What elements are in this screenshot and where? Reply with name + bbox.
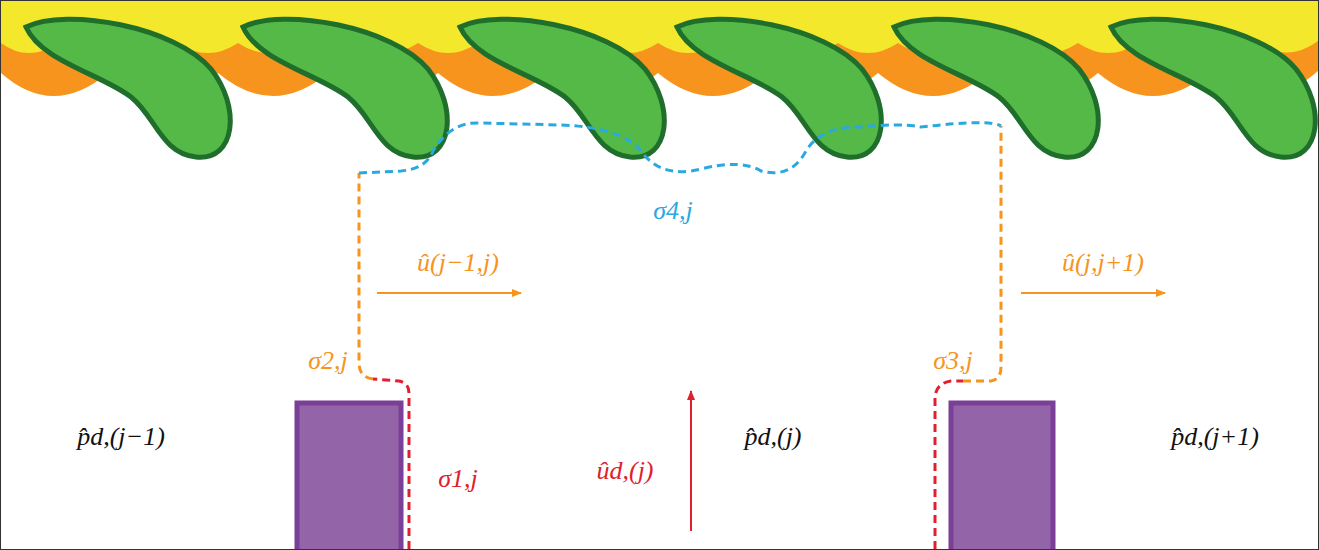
vane	[894, 19, 1098, 157]
velocity-label: û(j−1,j)	[415, 249, 501, 278]
surface-label: σ4,j	[651, 197, 695, 226]
vane	[460, 19, 664, 157]
swirler-vanes	[26, 19, 1315, 157]
vane	[26, 19, 230, 157]
vane	[677, 19, 881, 157]
surface-label: σ2,j	[306, 347, 350, 376]
vane	[243, 19, 447, 157]
surface-label: σ1,j	[436, 465, 480, 494]
surface-label: σ3,j	[931, 347, 975, 376]
velocity-arrow	[690, 391, 692, 531]
surface-sigma2	[359, 173, 373, 379]
pressure-label: p̂d,(j−1)	[75, 423, 167, 452]
wall-block	[951, 403, 1053, 549]
velocity-arrow	[1021, 292, 1165, 294]
surface-sigma1-right	[935, 381, 963, 549]
surface-sigma1	[373, 379, 409, 549]
surface-sigma4	[359, 123, 1001, 173]
velocity-arrow	[377, 292, 521, 294]
wall-block	[297, 403, 401, 549]
pressure-label: p̂d,(j)	[742, 423, 803, 452]
pressure-label: p̂d,(j+1)	[1169, 423, 1261, 452]
velocity-label: ûd,(j)	[594, 457, 655, 486]
vane	[1111, 19, 1315, 157]
surface-sigma3	[963, 126, 1001, 381]
velocity-label: û(j,j+1)	[1060, 249, 1146, 278]
